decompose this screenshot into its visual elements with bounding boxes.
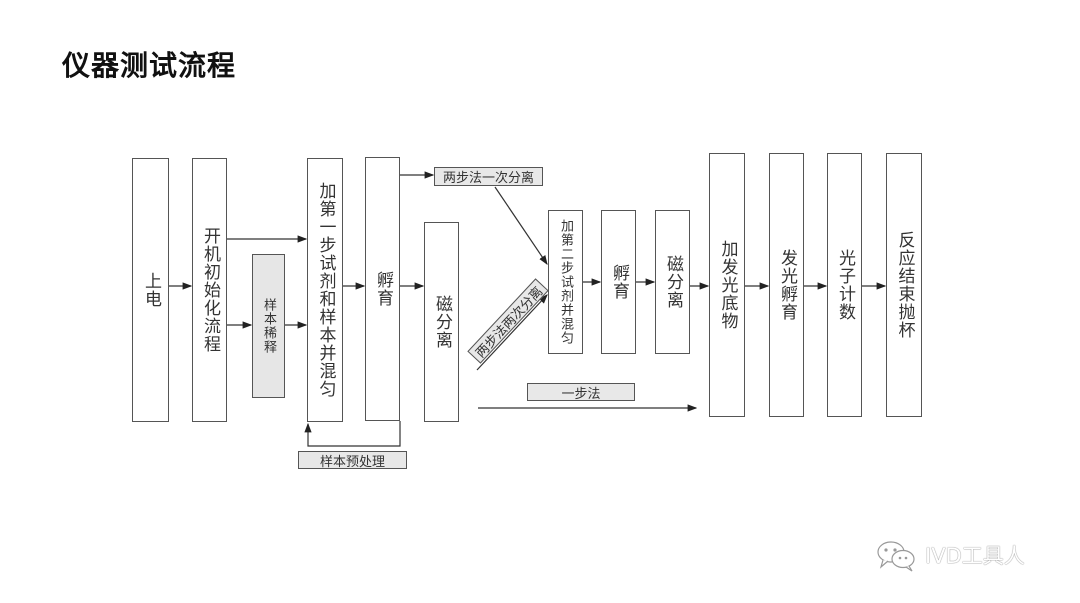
step-incubate1: 孵育 <box>365 157 400 421</box>
step-label: 孵育 <box>373 271 393 307</box>
step-label: 磁分离 <box>432 295 452 349</box>
page-title: 仪器测试流程 <box>62 49 237 82</box>
step-label: 样本稀释 <box>261 298 276 354</box>
label-two-step-one-sep: 两步法一次分离 <box>434 167 543 186</box>
step-end-discard: 反应结束抛杯 <box>886 153 922 417</box>
pretreatment-loop <box>304 421 401 447</box>
step-label: 光子计数 <box>835 249 855 321</box>
arrow <box>494 186 548 265</box>
step-lum-incubate: 发光孵育 <box>769 153 804 417</box>
step-label: 孵育 <box>609 264 629 300</box>
step-add-substrate: 加发光底物 <box>709 153 745 417</box>
step-label: 磁分离 <box>663 255 683 309</box>
step-photon-count: 光子计数 <box>827 153 862 417</box>
step-init: 开机初始化流程 <box>192 158 227 422</box>
step-mag-sep1: 磁分离 <box>424 222 459 422</box>
step-label: 上电 <box>141 272 161 308</box>
step-label: 加第二步试剂并混匀 <box>558 219 573 345</box>
arrow <box>476 294 548 371</box>
label-pretreatment: 样本预处理 <box>298 451 407 470</box>
step-dilution: 样本稀释 <box>252 254 285 398</box>
step-add-reagent1: 加第一步试剂和样本并混匀 <box>307 158 343 422</box>
watermark: IVD工具人 <box>875 538 1025 572</box>
step-label: 开机初始化流程 <box>200 227 220 353</box>
step-power-on: 上电 <box>132 158 169 422</box>
step-incubate2: 孵育 <box>601 210 636 354</box>
step-add-reagent2: 加第二步试剂并混匀 <box>548 210 583 354</box>
step-label: 发光孵育 <box>777 249 797 321</box>
step-label: 反应结束抛杯 <box>894 231 915 339</box>
label-one-step: 一步法 <box>527 383 635 402</box>
watermark-text: IVD工具人 <box>925 544 1025 568</box>
step-label: 加发光底物 <box>717 240 738 330</box>
step-label: 加第一步试剂和样本并混匀 <box>315 182 336 398</box>
wechat-icon <box>877 541 915 572</box>
step-mag-sep2: 磁分离 <box>655 210 690 354</box>
